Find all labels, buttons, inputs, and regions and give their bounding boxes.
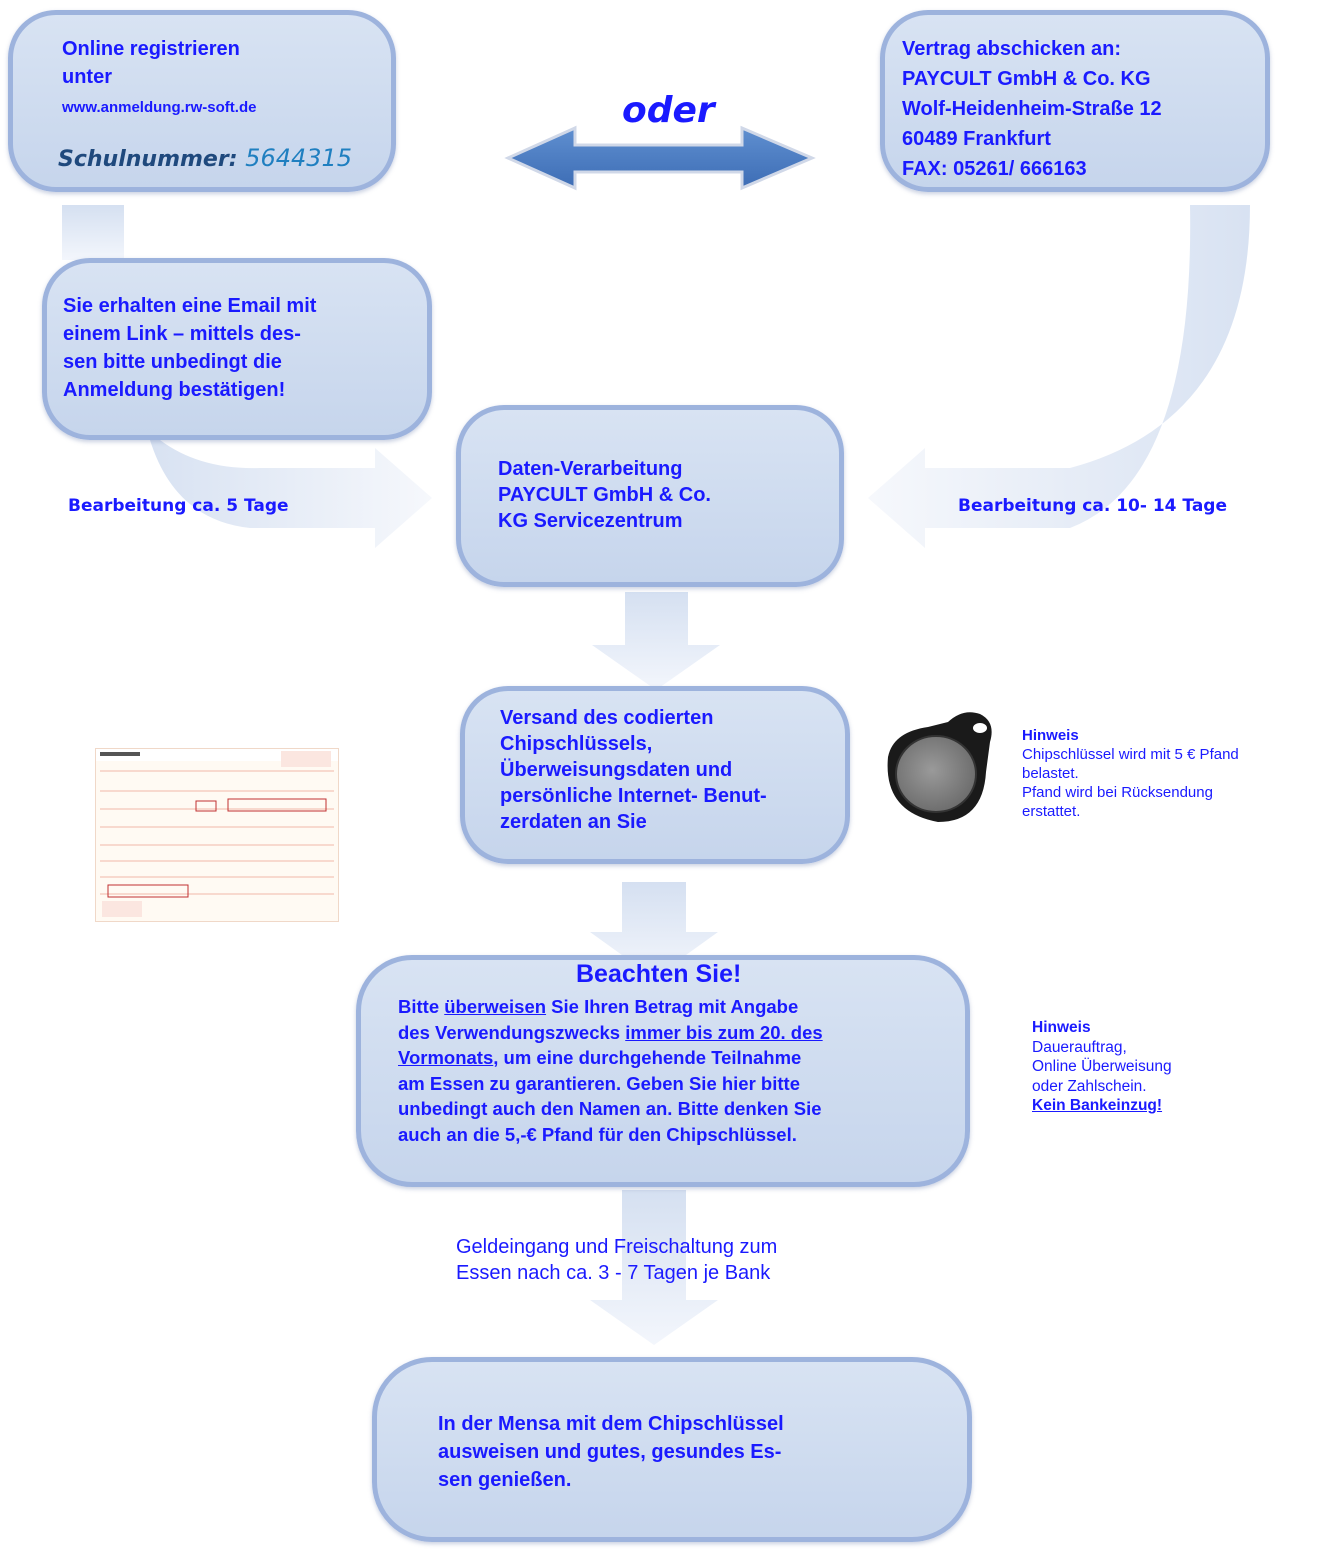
contract-line1: Vertrag abschicken an:	[902, 38, 1121, 60]
down-arrow-1	[592, 592, 720, 690]
data-processing-line: KG Servicezentrum	[498, 510, 683, 532]
hint-title: Hinweis	[1032, 1019, 1091, 1036]
notice-line-1: Bitte überweisen Sie Ihren Betrag mit An…	[398, 994, 823, 1020]
notice-line-6: auch an die 5,-€ Pfand für den Chipschlü…	[398, 1123, 797, 1145]
data-processing-text: Daten-Verarbeitung PAYCULT GmbH & Co. KG…	[498, 456, 711, 534]
notice-box	[356, 955, 970, 1187]
chip-key-image	[887, 712, 992, 822]
online-registration-line2: unter	[62, 66, 112, 88]
notice-line-2a: des Verwendungszwecks	[398, 1021, 626, 1043]
left-curved-arrow	[62, 205, 124, 260]
hint-line: belastet.	[1022, 765, 1079, 782]
notice-line-2: des Verwendungszwecks immer bis zum 20. …	[398, 1020, 823, 1046]
email-confirmation-line: sen bitte unbedingt die	[63, 351, 282, 373]
payment-activation-line: Essen nach ca. 3 - 7 Tagen je Bank	[456, 1262, 771, 1284]
data-processing-line: PAYCULT GmbH & Co.	[498, 484, 711, 506]
right-curved-arrow	[868, 205, 1250, 548]
data-processing-line: Daten-Verarbeitung	[498, 458, 683, 480]
notice-title: Beachten Sie!	[576, 960, 742, 988]
school-number-row: Schulnummer: 5644315	[58, 144, 352, 172]
oder-label: oder	[622, 90, 715, 131]
transfer-form-drawing	[96, 749, 338, 917]
notice-previous-month: Vormonats	[398, 1047, 494, 1068]
payment-method-hint: Hinweis Dauerauftrag, Online Überweisung…	[1032, 1018, 1172, 1116]
email-confirmation-line: Sie erhalten eine Email mit	[63, 295, 317, 317]
down-arrow-3	[590, 1190, 718, 1345]
shipping-line: Versand des codierten	[500, 707, 714, 729]
payment-activation-text: Geldeingang und Freischaltung zum Essen …	[456, 1234, 777, 1286]
shipping-line: Überweisungsdaten und	[500, 759, 733, 781]
left-curved-arrow-tail	[150, 440, 432, 548]
shipping-line: Chipschlüssels,	[500, 733, 653, 755]
transfer-form-image	[95, 748, 339, 922]
canteen-line: sen genießen.	[438, 1469, 572, 1491]
processing-time-left: Bearbeitung ca. 5 Tage	[68, 496, 289, 516]
notice-line-5: unbedingt auch den Namen an. Bitte denke…	[398, 1098, 822, 1119]
email-confirmation-box	[42, 258, 432, 440]
contract-line3: Wolf-Heidenheim-Straße 12	[902, 98, 1162, 120]
school-number-label: Schulnummer:	[58, 147, 238, 172]
notice-transfer: überweisen	[444, 996, 547, 1017]
shipping-line: zerdaten an Sie	[500, 811, 647, 833]
notice-line-1c: Sie Ihren Betrag mit Angabe	[546, 996, 799, 1017]
canteen-line: ausweisen und gutes, gesundes Es-	[438, 1441, 782, 1463]
double-arrow	[504, 125, 816, 191]
email-confirmation-text: Sie erhalten eine Email mit einem Link –…	[63, 292, 316, 404]
notice-line-3b: , um eine durchgehende Teilnahme	[493, 1047, 802, 1068]
payment-activation-line: Geldeingang und Freischaltung zum	[456, 1236, 778, 1258]
hint-line: Online Überweisung	[1032, 1058, 1172, 1075]
registration-url[interactable]: www.anmeldung.rw-soft.de	[62, 99, 257, 116]
hint-title: Hinweis	[1022, 727, 1079, 744]
canteen-text: In der Mensa mit dem Chipschlüssel auswe…	[438, 1410, 784, 1494]
data-processing-box	[456, 405, 844, 587]
notice-line-3: Vormonats, um eine durchgehende Teilnahm…	[398, 1045, 823, 1071]
online-registration-line1: Online registrieren	[62, 38, 240, 60]
school-number-value: 5644315	[245, 144, 353, 172]
no-direct-debit: Kein Bankeinzug!	[1032, 1097, 1163, 1114]
contract-line2: PAYCULT GmbH & Co. KG	[902, 68, 1151, 90]
email-confirmation-line: Anmeldung bestätigen!	[63, 379, 286, 401]
chip-deposit-hint: Hinweis Chipschlüssel wird mit 5 € Pfand…	[1022, 726, 1239, 821]
email-confirmation-line: einem Link – mittels des-	[63, 323, 301, 345]
contract-fax: FAX: 05261/ 666163	[902, 158, 1087, 180]
shipping-text: Versand des codierten Chipschlüssels, Üb…	[500, 705, 767, 835]
hint-line: Pfand wird bei Rücksendung	[1022, 784, 1213, 801]
notice-deadline: immer bis zum 20. des	[625, 1021, 823, 1043]
hint-line: Chipschlüssel wird mit 5 € Pfand	[1022, 746, 1239, 763]
notice-line-4: am Essen zu garantieren. Geben Sie hier …	[398, 1072, 800, 1094]
notice-text: Bitte überweisen Sie Ihren Betrag mit An…	[398, 994, 823, 1147]
canteen-line: In der Mensa mit dem Chipschlüssel	[438, 1413, 784, 1435]
shipping-line: persönliche Internet- Benut-	[500, 785, 767, 807]
contract-address-box	[880, 10, 1270, 192]
contract-line4: 60489 Frankfurt	[902, 128, 1051, 150]
down-arrow-2	[590, 882, 718, 978]
hint-line: erstattet.	[1022, 803, 1081, 820]
shipping-box	[460, 686, 850, 864]
hint-line: Dauerauftrag,	[1032, 1038, 1127, 1056]
processing-time-right: Bearbeitung ca. 10- 14 Tage	[958, 496, 1227, 516]
online-registration-box	[8, 10, 396, 192]
notice-line-1a: Bitte	[398, 996, 445, 1017]
hint-line: oder Zahlschein.	[1032, 1077, 1147, 1095]
canteen-box	[372, 1357, 972, 1542]
